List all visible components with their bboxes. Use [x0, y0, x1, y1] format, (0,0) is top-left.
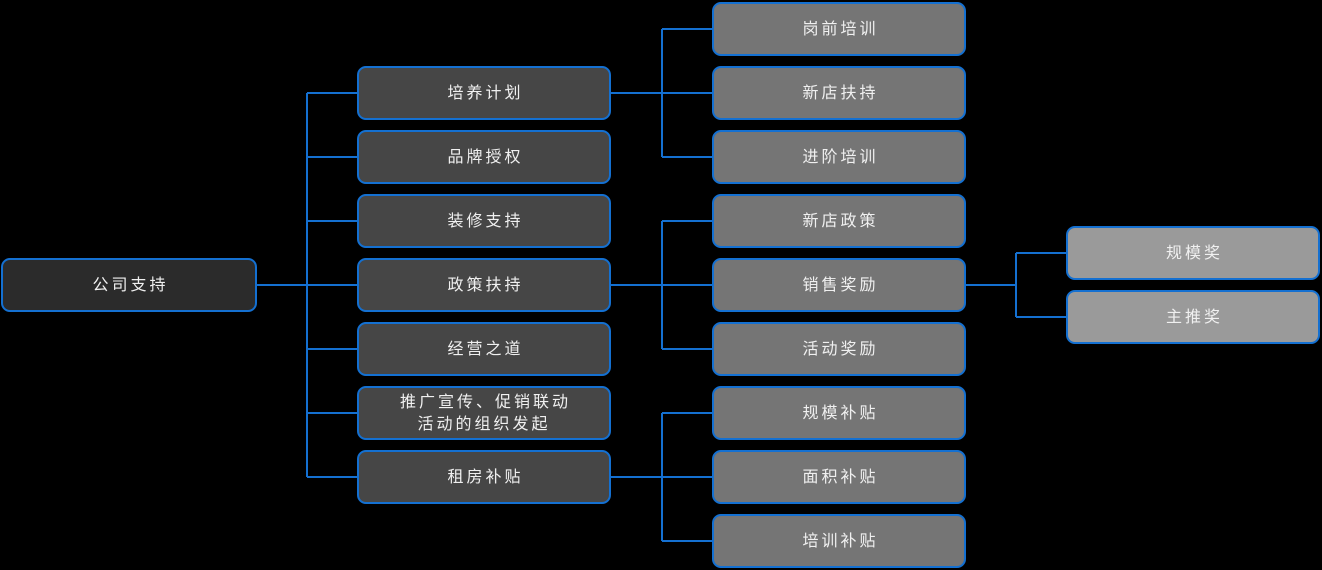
node-new-store-policy[interactable]: 新店政策	[712, 194, 966, 248]
node-brand-authorization[interactable]: 品牌授权	[357, 130, 611, 184]
node-label: 培养计划	[447, 82, 524, 102]
node-label: 租房补贴	[447, 466, 524, 486]
node-label: 主推奖	[1165, 306, 1223, 326]
node-label: 进阶培训	[802, 146, 879, 166]
node-label: 面积补贴	[802, 466, 879, 486]
node-label: 经营之道	[447, 338, 524, 358]
node-label: 公司支持	[92, 274, 169, 294]
node-label: 新店扶持	[802, 82, 879, 102]
node-label: 岗前培训	[802, 18, 879, 38]
node-label: 销售奖励	[802, 274, 879, 294]
node-decoration-support[interactable]: 装修支持	[357, 194, 611, 248]
node-main-push-award[interactable]: 主推奖	[1066, 290, 1320, 344]
node-policy-support[interactable]: 政策扶持	[357, 258, 611, 312]
node-area-subsidy[interactable]: 面积补贴	[712, 450, 966, 504]
node-company-support[interactable]: 公司支持	[1, 258, 257, 312]
node-pre-job-training[interactable]: 岗前培训	[712, 2, 966, 56]
node-scale-award[interactable]: 规模奖	[1066, 226, 1320, 280]
node-scale-subsidy[interactable]: 规模补贴	[712, 386, 966, 440]
node-business-knowhow[interactable]: 经营之道	[357, 322, 611, 376]
node-advanced-training[interactable]: 进阶培训	[712, 130, 966, 184]
node-label: 推广宣传、促销联动 活动的组织发起	[399, 391, 571, 433]
node-activity-incentive[interactable]: 活动奖励	[712, 322, 966, 376]
node-label: 规模补贴	[802, 402, 879, 422]
node-label: 培训补贴	[802, 530, 879, 550]
node-promotion-campaign[interactable]: 推广宣传、促销联动 活动的组织发起	[357, 386, 611, 440]
node-new-store-support[interactable]: 新店扶持	[712, 66, 966, 120]
node-label: 政策扶持	[447, 274, 524, 294]
node-training-subsidy[interactable]: 培训补贴	[712, 514, 966, 568]
node-label: 规模奖	[1165, 242, 1223, 262]
node-rent-subsidy[interactable]: 租房补贴	[357, 450, 611, 504]
node-label: 品牌授权	[447, 146, 524, 166]
node-label: 活动奖励	[802, 338, 879, 358]
node-training-plan[interactable]: 培养计划	[357, 66, 611, 120]
node-label: 装修支持	[447, 210, 524, 230]
node-sales-incentive[interactable]: 销售奖励	[712, 258, 966, 312]
node-label: 新店政策	[802, 210, 879, 230]
